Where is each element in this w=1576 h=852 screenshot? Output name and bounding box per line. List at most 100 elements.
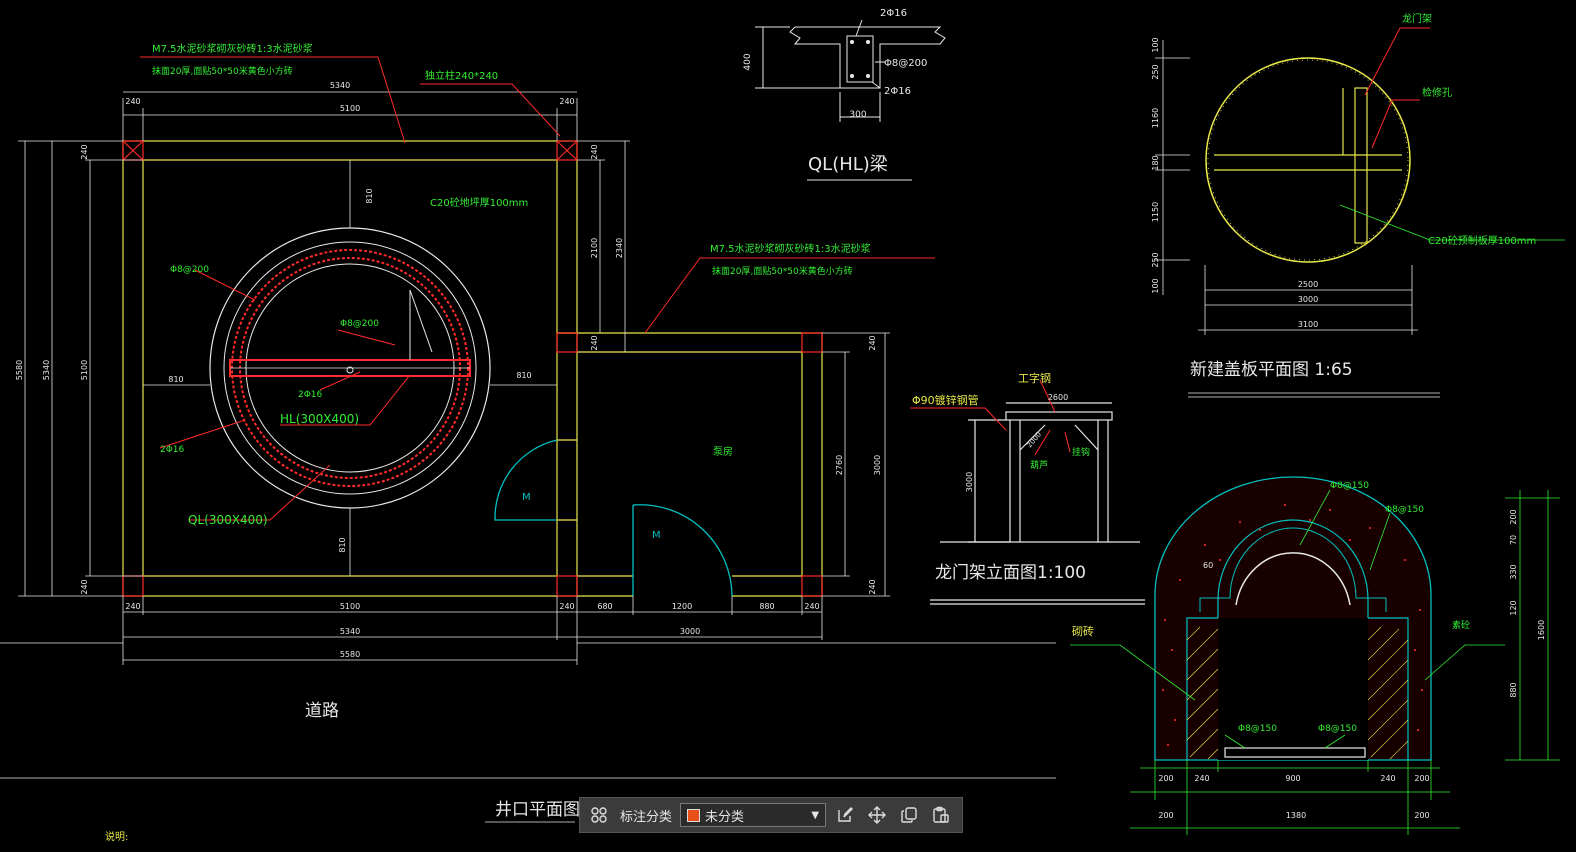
svg-text:810: 810 bbox=[168, 375, 183, 384]
svg-text:240: 240 bbox=[1380, 774, 1395, 783]
svg-text:330: 330 bbox=[1509, 564, 1518, 579]
gantry-hoist-label: 葫芦 bbox=[1030, 459, 1048, 471]
svg-text:100: 100 bbox=[1151, 37, 1160, 52]
cover-label-slab: C20砼预制板厚100mm bbox=[1428, 234, 1536, 247]
arch-concrete-label: 素砼 bbox=[1452, 619, 1470, 631]
svg-text:250: 250 bbox=[1151, 252, 1160, 267]
svg-text:180: 180 bbox=[1151, 155, 1160, 170]
door-m-label: M bbox=[522, 492, 531, 503]
svg-text:1160: 1160 bbox=[1151, 108, 1160, 128]
beam-bottom-bar: 2Φ16 bbox=[884, 86, 911, 97]
svg-text:5340: 5340 bbox=[42, 360, 51, 380]
rebar-label-4: 2Φ16 bbox=[160, 445, 185, 455]
grid-icon[interactable] bbox=[586, 802, 612, 828]
floor-label: C20砼地坪厚100mm bbox=[430, 196, 528, 209]
plan-callout1-line2: 抹面20厚,面贴50*50米黄色小方砖 bbox=[152, 65, 293, 77]
svg-text:200: 200 bbox=[1414, 774, 1429, 783]
rebar-label-3: 2Φ16 bbox=[298, 390, 323, 400]
svg-text:3100: 3100 bbox=[1298, 320, 1318, 329]
svg-text:3000: 3000 bbox=[873, 455, 882, 475]
notes-label: 说明: bbox=[105, 830, 128, 843]
arch-rebar-top2: Φ8@150 bbox=[1385, 505, 1424, 515]
svg-text:70: 70 bbox=[1509, 535, 1518, 545]
annotation-category-select[interactable]: 未分类 ▼ bbox=[680, 803, 827, 827]
gantry-width: 2600 bbox=[1048, 393, 1068, 402]
svg-text:5340: 5340 bbox=[330, 81, 350, 90]
annotation-toolbar: 标注分类 未分类 ▼ bbox=[579, 797, 963, 833]
chevron-down-icon: ▼ bbox=[811, 809, 820, 821]
arch-section: 砌砖 素砼 Φ8@150 Φ8@150 Φ8@150 Φ8@150 60 200… bbox=[1070, 476, 1560, 835]
column-label: 独立柱240*240 bbox=[425, 69, 498, 82]
cover-title: 新建盖板平面图 1:65 bbox=[1190, 360, 1353, 380]
svg-text:2340: 2340 bbox=[615, 238, 624, 258]
svg-text:1600: 1600 bbox=[1537, 620, 1546, 640]
gantry-steel-label: 工字钢 bbox=[1018, 371, 1051, 385]
arch-d60: 60 bbox=[1203, 561, 1213, 570]
ql-beam-label: QL(300X400) bbox=[188, 513, 268, 527]
svg-text:2500: 2500 bbox=[1298, 280, 1318, 289]
arch-rebar-br: Φ8@150 bbox=[1318, 724, 1357, 734]
svg-text:240: 240 bbox=[804, 602, 819, 611]
edit-icon[interactable] bbox=[832, 802, 858, 828]
copy-icon[interactable] bbox=[896, 802, 922, 828]
svg-text:880: 880 bbox=[759, 602, 774, 611]
beam-width: 300 bbox=[849, 110, 866, 120]
svg-text:680: 680 bbox=[597, 602, 612, 611]
beam-title: QL(HL)梁 bbox=[808, 154, 888, 175]
svg-text:810: 810 bbox=[516, 371, 531, 380]
svg-text:3000: 3000 bbox=[1298, 295, 1318, 304]
svg-text:2760: 2760 bbox=[835, 455, 844, 475]
svg-text:240: 240 bbox=[590, 335, 599, 350]
door-m2-label: M bbox=[652, 530, 661, 541]
svg-text:1200: 1200 bbox=[672, 602, 692, 611]
svg-text:240: 240 bbox=[868, 335, 877, 350]
plan-title: 井口平面图 bbox=[495, 800, 580, 820]
svg-text:1380: 1380 bbox=[1286, 811, 1306, 820]
svg-text:240: 240 bbox=[80, 579, 89, 594]
cover-label-manhole: 检修孔 bbox=[1422, 86, 1452, 99]
svg-text:5340: 5340 bbox=[340, 627, 360, 636]
move-icon[interactable] bbox=[864, 802, 890, 828]
svg-text:250: 250 bbox=[1151, 64, 1160, 79]
beam-section: 2Φ16 Φ8@200 2Φ16 400 300 QL(HL)梁 bbox=[743, 8, 946, 181]
hl-beam-label: HL(300X400) bbox=[280, 412, 359, 426]
svg-text:240: 240 bbox=[559, 97, 574, 106]
cover-label-gantry: 龙门架 bbox=[1402, 12, 1432, 25]
paste-icon[interactable] bbox=[928, 802, 954, 828]
road-label: 道路 bbox=[305, 701, 339, 721]
svg-text:2100: 2100 bbox=[590, 238, 599, 258]
cover-plate-plan: 龙门架 检修孔 C20砼预制板厚100mm 新建盖板平面图 1:65 100 2… bbox=[1151, 12, 1565, 398]
plan-callout1-line1: M7.5水泥砂浆砌灰砂砖1:3水泥砂浆 bbox=[152, 42, 313, 55]
svg-text:240: 240 bbox=[125, 602, 140, 611]
category-color-swatch bbox=[687, 808, 701, 822]
well-plan: M M bbox=[0, 42, 1056, 843]
arch-rebar-bl: Φ8@150 bbox=[1238, 724, 1277, 734]
arch-rebar-top: Φ8@150 bbox=[1330, 481, 1369, 491]
plan-callout2-line2: 抹面20厚,面贴50*50米黄色小方砖 bbox=[712, 265, 853, 277]
svg-text:100: 100 bbox=[1151, 278, 1160, 293]
beam-top-bar: 2Φ16 bbox=[880, 8, 907, 19]
svg-text:240: 240 bbox=[590, 144, 599, 159]
svg-text:900: 900 bbox=[1285, 774, 1300, 783]
svg-text:810: 810 bbox=[338, 537, 347, 552]
svg-text:120: 120 bbox=[1509, 600, 1518, 615]
svg-text:5100: 5100 bbox=[340, 104, 360, 113]
svg-text:1150: 1150 bbox=[1151, 202, 1160, 222]
svg-text:240: 240 bbox=[559, 602, 574, 611]
plan-callout2-line1: M7.5水泥砂浆砌灰砂砖1:3水泥砂浆 bbox=[710, 242, 871, 255]
svg-text:200: 200 bbox=[1414, 811, 1429, 820]
svg-text:5100: 5100 bbox=[80, 360, 89, 380]
gantry-pipe-label: Φ90镀锌钢管 bbox=[912, 393, 979, 407]
svg-text:5100: 5100 bbox=[340, 602, 360, 611]
gantry-title: 龙门架立面图1:100 bbox=[935, 563, 1086, 583]
beam-stirrup: Φ8@200 bbox=[884, 58, 927, 69]
pump-room-label: 泵房 bbox=[713, 445, 733, 458]
annotation-category-label: 标注分类 bbox=[620, 809, 673, 825]
svg-text:3000: 3000 bbox=[680, 627, 700, 636]
svg-text:240: 240 bbox=[1194, 774, 1209, 783]
svg-text:810: 810 bbox=[365, 188, 374, 203]
gantry-elevation: Φ90镀锌钢管 工字钢 2600 3000 葫芦 挂钩 2000 龙门架立面图1… bbox=[910, 371, 1145, 605]
category-selected-value: 未分类 bbox=[705, 809, 745, 825]
arch-brick-label: 砌砖 bbox=[1072, 624, 1094, 638]
